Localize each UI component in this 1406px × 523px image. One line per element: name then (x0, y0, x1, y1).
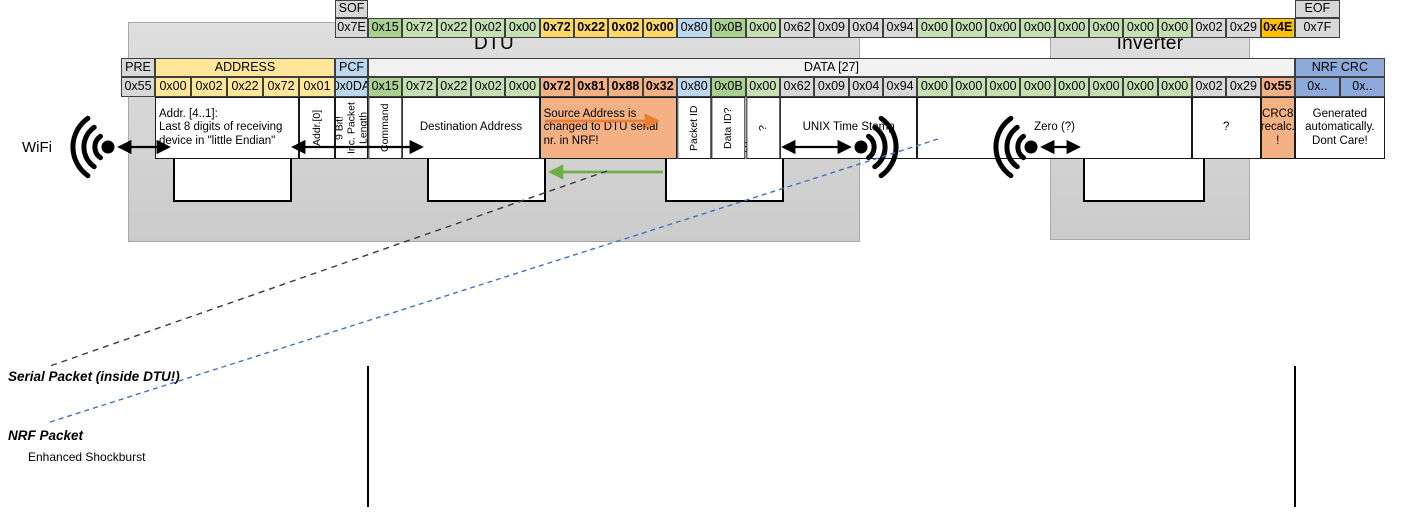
annotation-cell: Zero (?) (917, 97, 1192, 159)
hex-cell: 0x00 (745, 77, 780, 97)
hex-cell: 0x00 (1123, 18, 1158, 38)
hex-cell: 0x00 (505, 18, 540, 38)
hex-cell: 0x02 (1191, 77, 1227, 97)
hex-cell: 0x29 (1226, 18, 1261, 38)
serial-packet-label: Serial Packet (inside DTU!) (8, 369, 180, 384)
nrf-crc-header: NRF CRC (1294, 58, 1385, 77)
dtu-title: DTU (474, 33, 514, 54)
annotation-cell: ? (1191, 97, 1261, 159)
hex-cell: 0x80 (676, 18, 712, 38)
hex-cell: 0x15 (368, 18, 403, 38)
annotation-cell: Destination Address (402, 97, 540, 159)
hex-cell: 0x00 (985, 18, 1021, 38)
pcf-header: PCF (335, 58, 368, 77)
hex-cell: 0x72 (539, 77, 574, 97)
hex-cell: 0x00 (1020, 18, 1055, 38)
hex-cell: 0x94 (882, 18, 918, 38)
data-boundary-left (366, 366, 369, 507)
data-header: DATA [27] (368, 58, 1295, 77)
hex-cell: 0x80 (676, 77, 712, 97)
hex-cell: 0x02 (470, 18, 506, 38)
hex-cell: 0x81 (573, 77, 609, 97)
hex-cell: 0x29 (1226, 77, 1261, 97)
eof-byte: 0x7F (1294, 18, 1340, 38)
hex-cell: 0x09 (814, 18, 849, 38)
hex-cell: 0x00 (917, 18, 952, 38)
wifi-label: WiFi (22, 139, 52, 156)
pre-byte: 0x55 (121, 77, 155, 97)
crc-byte: 0x.. (1339, 77, 1385, 97)
hex-cell: 0x02 (191, 77, 227, 97)
annotation-cell: CRC8 recalc. ! (1260, 97, 1295, 159)
hex-cell: 0x22 (573, 18, 609, 38)
data-boundary-right (1293, 366, 1296, 507)
annotation-cell: 9 Bit! Inc. Packet Length (335, 97, 368, 159)
hex-cell: 0x02 (608, 18, 643, 38)
hex-cell: 0x00 (505, 77, 540, 97)
hex-cell: 0x22 (227, 77, 263, 97)
annotation-cell: Data ID? (711, 97, 746, 159)
sof-header: SOF (335, 0, 368, 18)
hex-cell: 0x62 (779, 77, 815, 97)
annotation-cell: Source Address is changed to DTU serial … (539, 97, 677, 159)
hex-cell: 0x02 (1191, 18, 1227, 38)
hex-cell: 0x00 (985, 77, 1021, 97)
hex-cell: 0x00 (1054, 18, 1089, 38)
inverter-title: Inverter (1116, 33, 1184, 54)
annotation-cell: Addr.[0] (299, 97, 335, 159)
hex-cell: 0x72 (263, 77, 299, 97)
hex-cell: 0x02 (470, 77, 506, 97)
hex-cell: 0x00 (1157, 18, 1192, 38)
hex-cell: 0x00 (155, 77, 191, 97)
hex-cell: 0x00 (951, 77, 986, 97)
hex-cell: 0x88 (608, 77, 643, 97)
hex-cell: 0x00 (745, 18, 780, 38)
hex-cell: 0x62 (779, 18, 815, 38)
hex-cell: 0x00 (1088, 77, 1124, 97)
hex-cell: 0x00 (917, 77, 952, 97)
hex-cell: 0x4E (1260, 18, 1295, 38)
hex-cell: 0x0B (711, 77, 746, 97)
hex-cell: 0x32 (642, 77, 677, 97)
hex-cell: 0x00 (1157, 77, 1192, 97)
sof-byte: 0x7E (335, 18, 368, 38)
annotation-cell: Addr. [4..1]: Last 8 digits of receiving… (155, 97, 299, 159)
crc-byte: 0x.. (1294, 77, 1340, 97)
hex-cell: 0x72 (402, 18, 437, 38)
hex-cell: 0x72 (539, 18, 574, 38)
hex-cell: 0x00 (1054, 77, 1089, 97)
annotation-cell: UNIX Time Stamp (779, 97, 918, 159)
annotation-cell: ? (745, 97, 780, 159)
annotation-cell: Packet ID (676, 97, 712, 159)
hex-cell: 0x00 (1088, 18, 1124, 38)
hex-cell: 0x94 (882, 77, 918, 97)
hex-cell: 0x72 (402, 77, 437, 97)
pcf-byte: 0x0DA (335, 77, 368, 97)
hex-cell: 0x15 (368, 77, 403, 97)
hex-cell: 0x04 (848, 18, 883, 38)
eof-header: EOF (1294, 0, 1340, 18)
hex-cell: 0x00 (1123, 77, 1158, 97)
hex-cell: 0x00 (951, 18, 986, 38)
hex-cell: 0x00 (642, 18, 677, 38)
hex-cell: 0x22 (436, 77, 471, 97)
hex-cell: 0x00 (1020, 77, 1055, 97)
pre-header: PRE (121, 58, 155, 77)
hex-cell: 0x04 (848, 77, 883, 97)
hex-cell: 0x0B (711, 18, 746, 38)
hex-cell: 0x09 (814, 77, 849, 97)
nrf-packet-label: NRF Packet (8, 428, 84, 443)
hex-cell: 0x22 (436, 18, 471, 38)
address-header: ADDRESS (155, 58, 335, 77)
annotation-cell: Command (368, 97, 403, 159)
annotation-cell: Generated automatically. Dont Care! (1294, 97, 1385, 159)
hex-cell: 0x01 (299, 77, 335, 97)
enhanced-shockburst-label: Enhanced Shockburst (28, 450, 146, 464)
hex-cell: 0x55 (1260, 77, 1295, 97)
